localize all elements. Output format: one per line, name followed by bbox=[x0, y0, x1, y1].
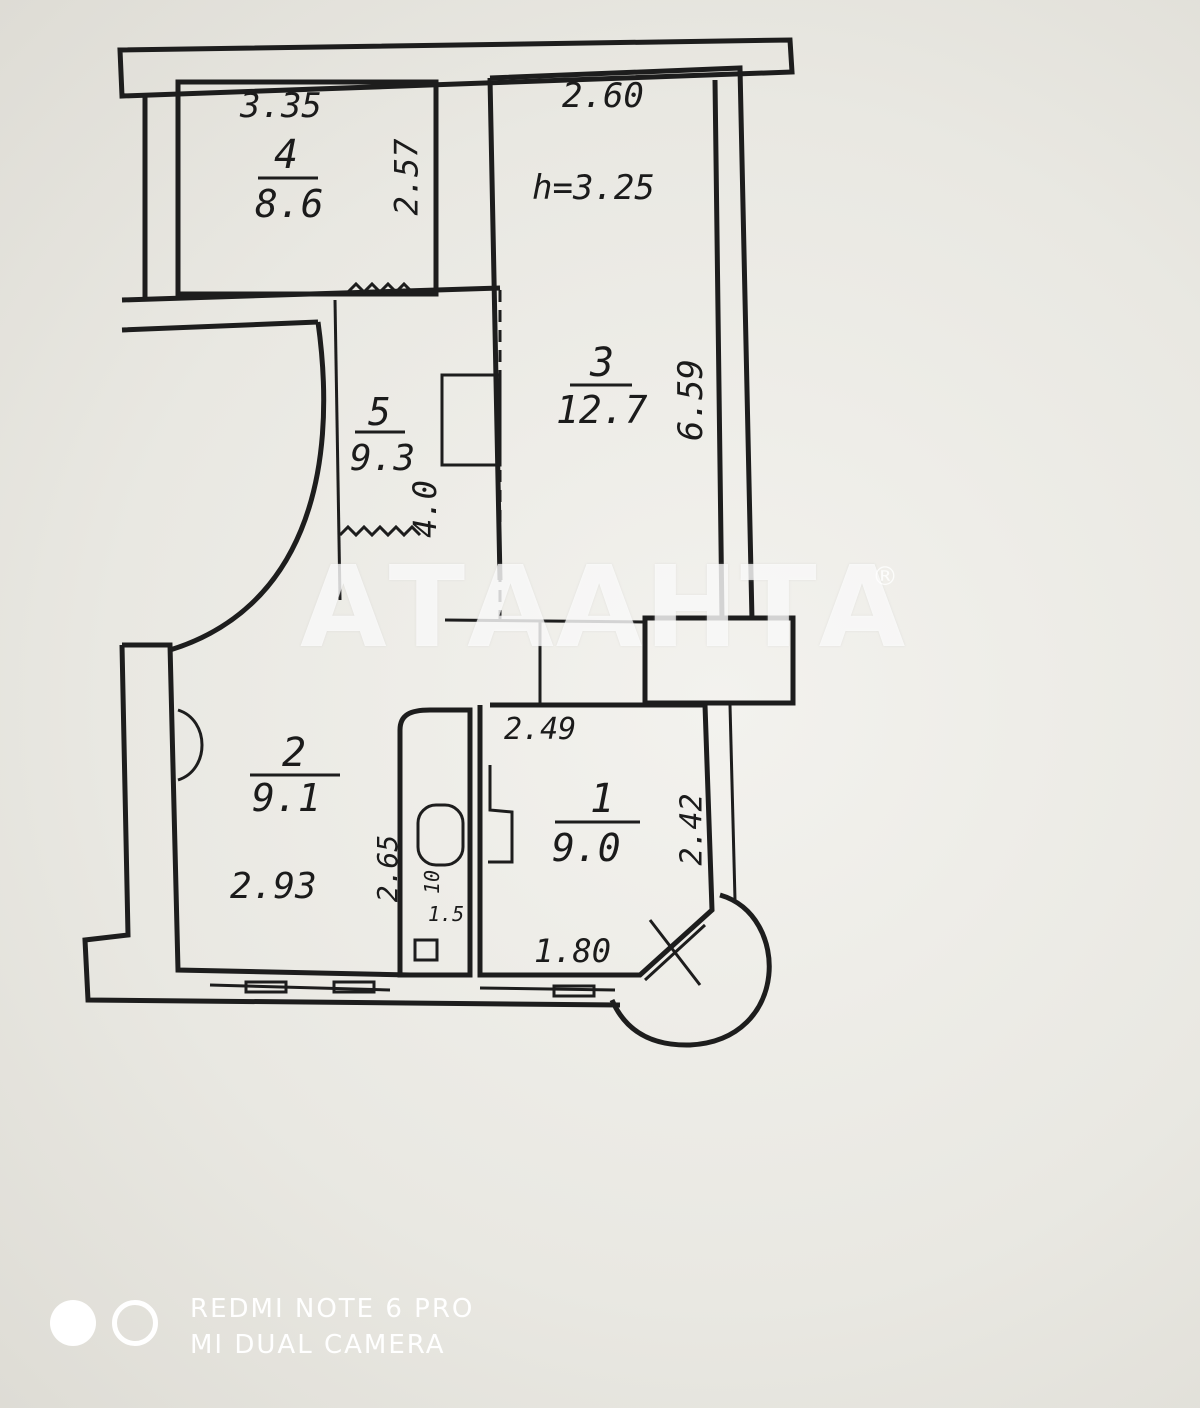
top-wall bbox=[117, 37, 795, 99]
room-1-dim-bottom: 1.80 bbox=[534, 932, 612, 970]
room-5-dim: 4.0 bbox=[405, 480, 444, 538]
room-10-area: 1.5 bbox=[428, 902, 465, 926]
room-1-area: 9.0 bbox=[552, 826, 621, 870]
room-3-number: 3 bbox=[590, 340, 615, 386]
entry-block bbox=[642, 615, 796, 706]
bay-cross bbox=[643, 919, 707, 986]
room-2-area: 9.1 bbox=[252, 776, 321, 820]
camera-dot-ring-icon bbox=[112, 1300, 158, 1346]
door-zigzag-top bbox=[346, 281, 414, 295]
camera-dot-filled-icon bbox=[50, 1300, 96, 1346]
window-frame-b bbox=[332, 980, 376, 994]
room-10-number: 10 bbox=[420, 869, 445, 895]
camera-type-text: MI DUAL CAMERA bbox=[190, 1330, 446, 1360]
toilet bbox=[416, 803, 465, 867]
room-5-area: 9.3 bbox=[350, 438, 416, 479]
room-2-arc-wall bbox=[169, 321, 327, 653]
room-10-walls bbox=[397, 707, 473, 978]
room-1-closet bbox=[488, 765, 514, 864]
room-4-number: 4 bbox=[274, 132, 299, 178]
room-2-walls bbox=[82, 642, 621, 1008]
room-2-dim-width: 2.93 bbox=[230, 866, 317, 907]
room-5-wall bbox=[333, 299, 342, 601]
room-2-dim-height: 2.65 bbox=[371, 834, 405, 903]
room-2-number: 2 bbox=[282, 730, 307, 776]
left-upper-wall bbox=[142, 96, 181, 300]
camera-watermark: REDMI NOTE 6 PRO MI DUAL CAMERA bbox=[50, 1294, 490, 1362]
room-3-dim-length: 6.59 bbox=[670, 359, 711, 441]
watermark-logo: АТААНТА bbox=[300, 543, 908, 673]
room-3-height: h=3.25 bbox=[532, 168, 655, 208]
stair-zigzag bbox=[338, 524, 422, 538]
room-1-right-wall bbox=[728, 704, 737, 901]
room-3-walls bbox=[487, 65, 755, 621]
room-4-dim-height: 2.57 bbox=[387, 138, 426, 216]
room-3-area: 12.7 bbox=[556, 388, 648, 432]
entry-line bbox=[444, 618, 646, 705]
room-3-dim-width: 2.60 bbox=[562, 76, 644, 116]
room-5-number: 5 bbox=[368, 390, 391, 434]
room-4-walls bbox=[175, 79, 439, 297]
window-frame-c bbox=[552, 984, 596, 998]
window-frame-a bbox=[244, 980, 288, 994]
room-1-walls bbox=[477, 702, 715, 978]
room-1-dim-height: 2.42 bbox=[674, 793, 710, 866]
room-2-niche bbox=[177, 708, 204, 782]
room-1-number: 1 bbox=[590, 776, 615, 822]
registered-mark: ® bbox=[872, 562, 898, 592]
room-4-dim-width: 3.35 bbox=[240, 86, 322, 126]
sink bbox=[413, 938, 439, 962]
room-5-appliance bbox=[440, 373, 502, 467]
camera-model-text: REDMI NOTE 6 PRO bbox=[190, 1294, 475, 1324]
room-4-area: 8.6 bbox=[255, 182, 324, 226]
room-1-dim-width: 2.49 bbox=[504, 712, 577, 747]
bay-window bbox=[609, 892, 772, 1048]
